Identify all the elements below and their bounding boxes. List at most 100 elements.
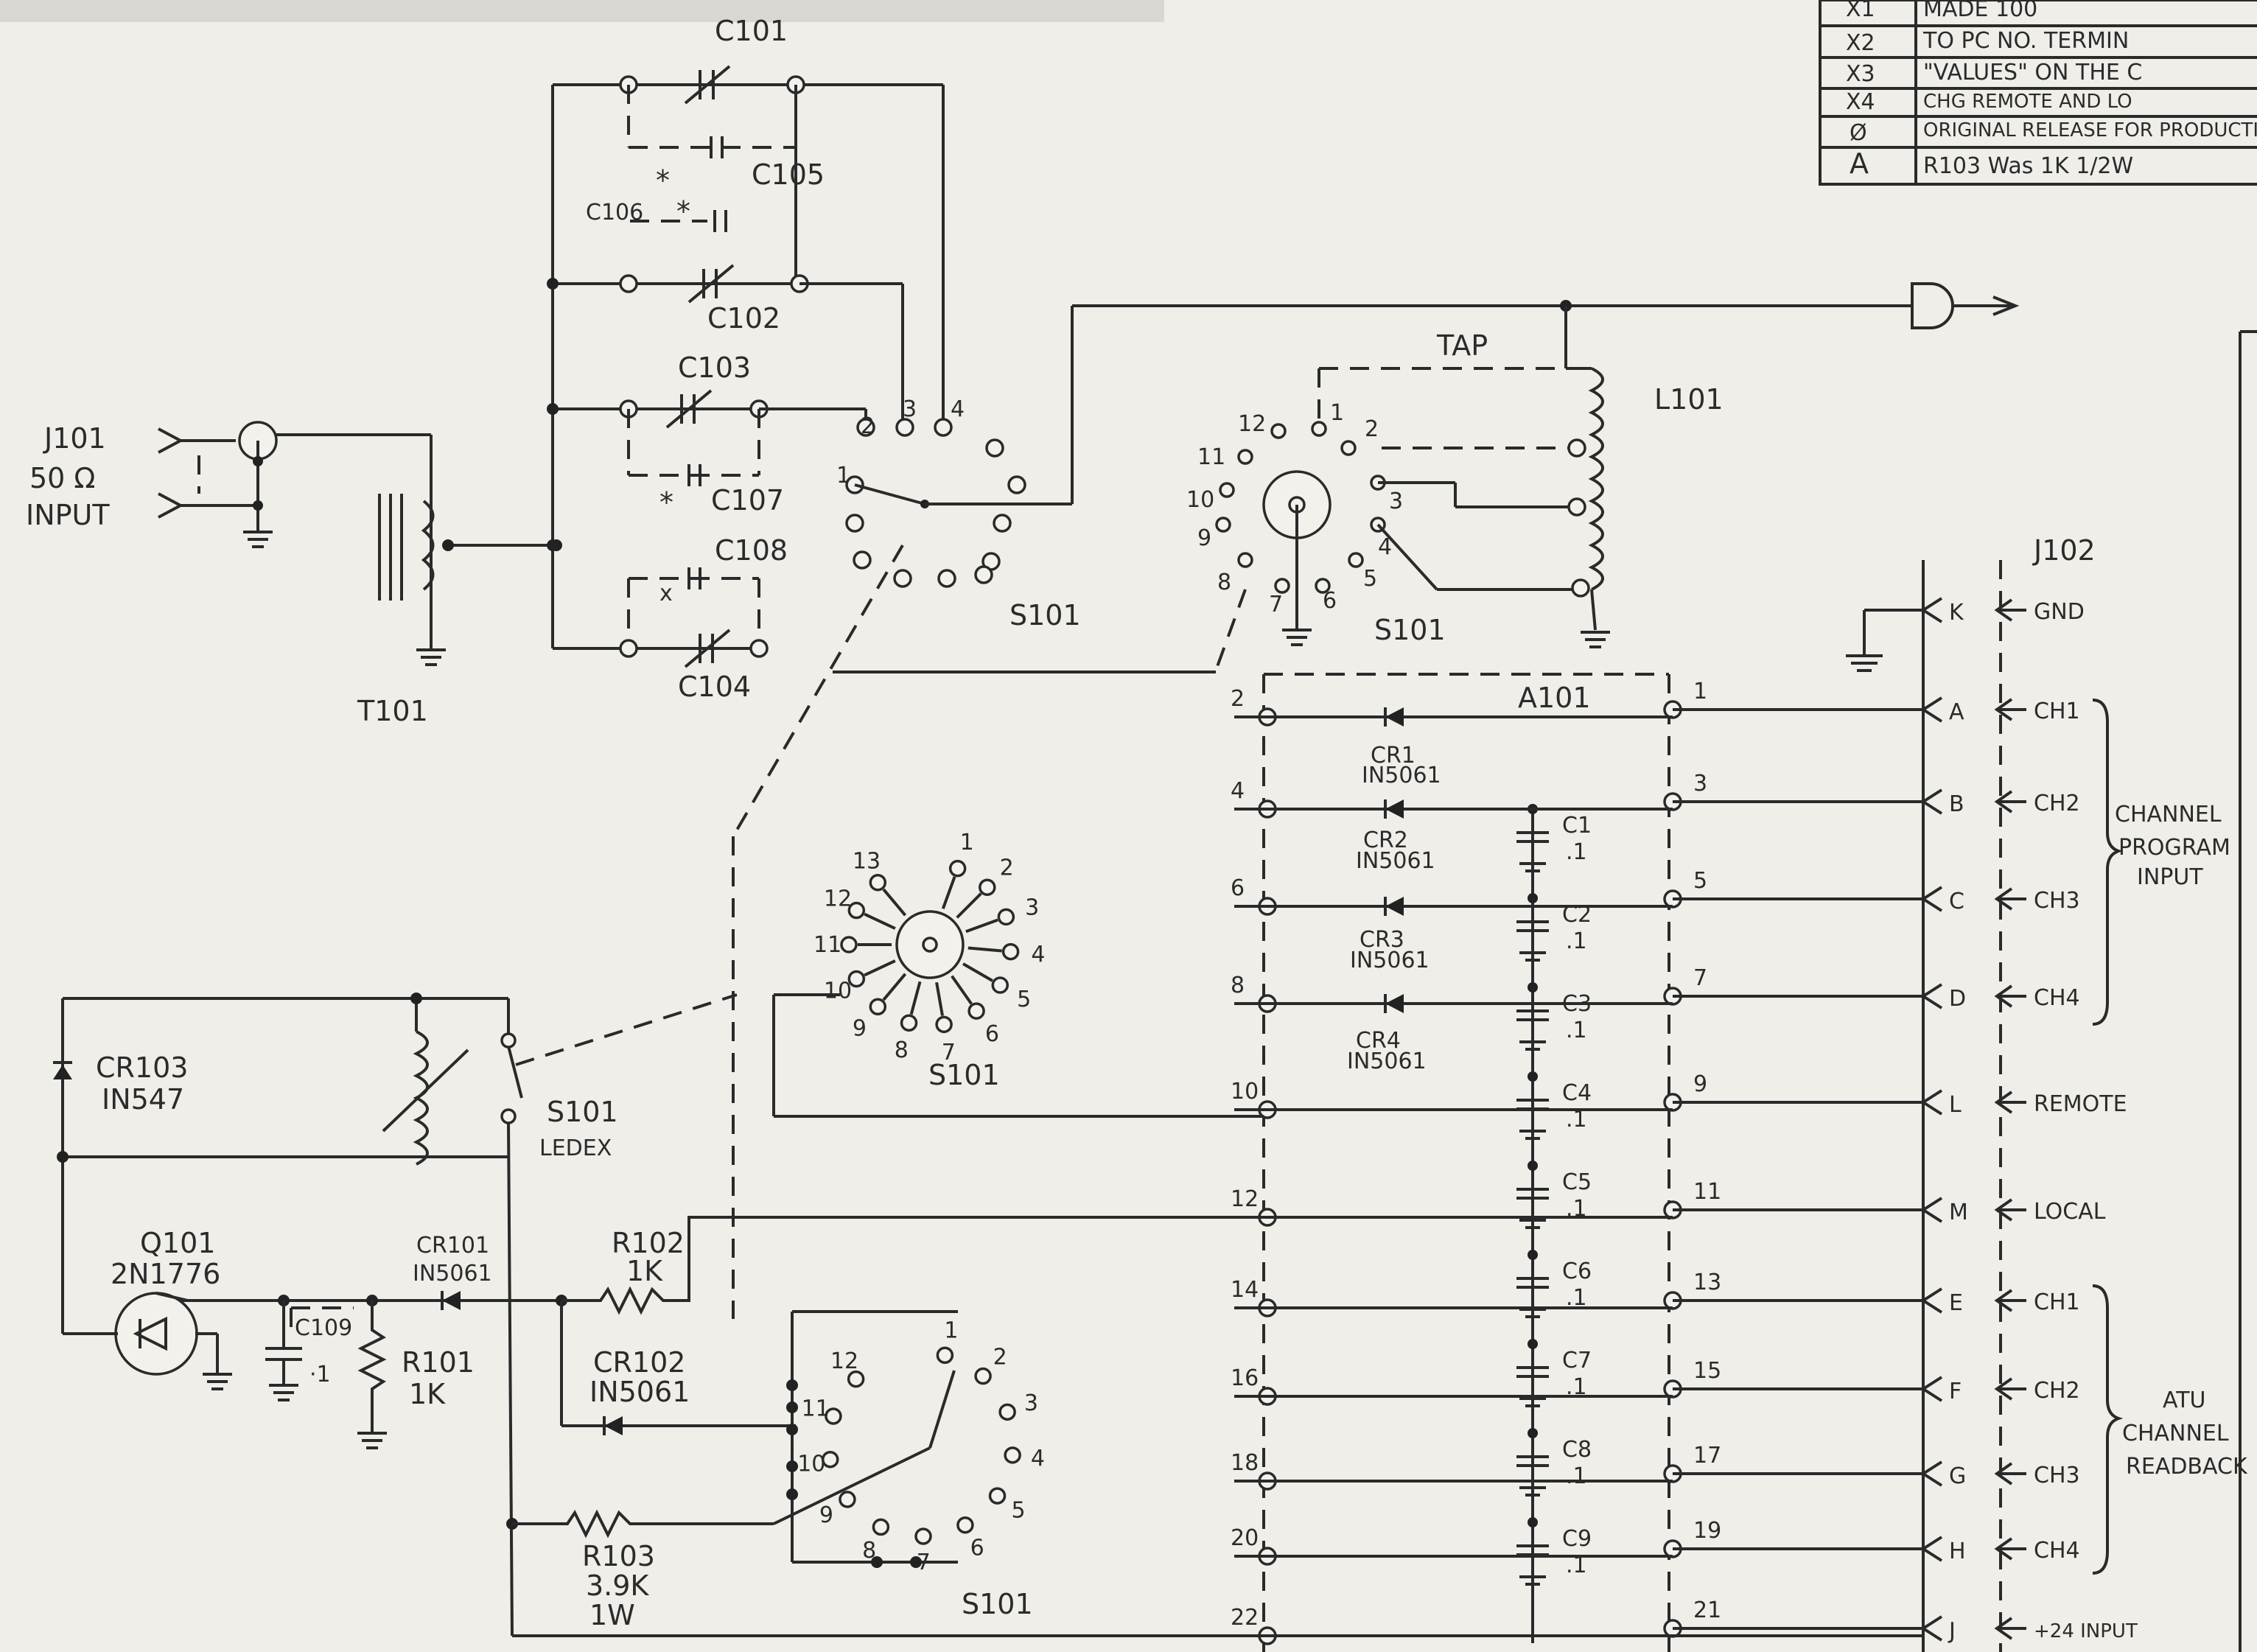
c106-asterisk: * — [676, 195, 690, 228]
a101-pin-left-label: 14 — [1231, 1277, 1259, 1303]
bottom-wafer-contact — [988, 1487, 1007, 1505]
j102-label: J102 — [2032, 534, 2096, 567]
bottom-wafer-contact — [839, 1491, 856, 1508]
rev-x4: X4 — [1846, 89, 1875, 115]
a101-pin-left-label: 4 — [1231, 778, 1245, 804]
j102-pin-marker — [1920, 1376, 1943, 1402]
mid-wafer-contact — [967, 1002, 985, 1020]
cap-label: C9 — [1562, 1526, 1592, 1552]
j102-arrow — [1994, 1377, 2026, 1401]
j102-arrow — [1994, 1289, 2026, 1312]
j102-arrow — [1994, 1462, 2026, 1485]
bottom-wafer-pin-label: 11 — [802, 1396, 830, 1421]
c107-label: C107 — [711, 484, 784, 517]
j101-impedance: 50 Ω — [29, 462, 95, 494]
c109-value: ·1 — [309, 1362, 331, 1387]
cr2-label: CR2 — [1363, 827, 1408, 853]
s101-ledex-label: S101 — [547, 1096, 618, 1128]
mid-wafer-contact — [869, 873, 887, 892]
c104-label: C104 — [678, 671, 751, 703]
mid-wafer-pin-label: 3 — [1025, 895, 1039, 920]
mid-wafer-spoke — [864, 912, 896, 930]
a101-pin-right-label: 3 — [1693, 771, 1707, 797]
mid-wafer-spoke — [909, 981, 922, 1015]
t101-label: T101 — [357, 695, 428, 727]
l101-wafer-pin-8: 8 — [1217, 570, 1231, 595]
cap-label: C1 — [1562, 813, 1592, 839]
l101-wafer-pin-12: 12 — [1238, 411, 1266, 437]
j102-arrow — [1994, 1537, 2026, 1561]
rev-x4-desc: CHG REMOTE AND LO — [1923, 91, 2132, 113]
cr101-label: CR101 — [416, 1233, 489, 1259]
s101-top-pin-2: 2 — [861, 413, 875, 439]
c109-label: C109 — [295, 1315, 352, 1341]
mid-wafer-spoke — [956, 892, 982, 919]
j102-pin-letter: C — [1949, 889, 1964, 914]
c107-asterisk: * — [659, 486, 673, 519]
j102-signal-label: CH4 — [2034, 1538, 2080, 1564]
mid-wafer-contact — [979, 878, 996, 896]
rev-a: A — [1850, 147, 1869, 180]
bottom-wafer-pin-label: 6 — [970, 1535, 984, 1561]
mid-wafer-pin-label: 12 — [824, 886, 852, 911]
bottom-wafer-pin-label: 8 — [862, 1538, 876, 1564]
j102-pin-letter: F — [1949, 1379, 1962, 1404]
a101-pin-right-label: 17 — [1693, 1443, 1721, 1469]
r102-value: 1K — [626, 1255, 663, 1287]
j102-signal-label: CH1 — [2034, 1289, 2080, 1315]
mid-wafer-contact — [997, 908, 1015, 926]
a101-pin-left-label: 12 — [1231, 1186, 1259, 1212]
tap-label: TAP — [1436, 329, 1488, 362]
s101-top-pin-4: 4 — [951, 396, 965, 422]
mid-wafer-pin-label: 11 — [813, 932, 841, 958]
mid-wafer-spoke — [941, 876, 956, 909]
j102-arrow — [1994, 698, 2026, 721]
a101-pin-left-label: 16 — [1231, 1365, 1259, 1391]
q101-part: 2N1776 — [111, 1258, 220, 1290]
j101-label: J101 — [43, 422, 106, 455]
l101-wafer-pin-2: 2 — [1365, 416, 1379, 442]
bottom-wafer-contact — [914, 1527, 932, 1545]
cr102-label: CR102 — [593, 1346, 685, 1379]
cap-node — [1528, 893, 1538, 903]
mid-wafer-pin-label: 2 — [1000, 855, 1014, 881]
a101-pin-right-label: 19 — [1693, 1518, 1721, 1544]
l101-wafer-pin-3: 3 — [1389, 489, 1403, 514]
readback-line1: ATU — [2163, 1387, 2205, 1413]
mid-wafer-spoke — [935, 981, 944, 1016]
mid-wafer-contact — [1001, 942, 1020, 961]
bottom-wafer-contact — [821, 1450, 839, 1469]
mid-wafer-contact — [840, 936, 858, 953]
cr101-part: IN5061 — [413, 1261, 492, 1287]
cr3-label: CR3 — [1360, 927, 1404, 953]
mid-wafer-contact — [948, 859, 967, 878]
bottom-wafer-contact — [872, 1518, 890, 1536]
rev-x3-desc: "VALUES" ON THE C — [1923, 60, 2142, 85]
bottom-wafer-pin-label: 9 — [819, 1502, 833, 1528]
a101-pin-left-label: 20 — [1231, 1525, 1259, 1551]
bottom-wafer-pin-label: 10 — [797, 1452, 825, 1477]
j102-pin-letter: A — [1949, 699, 1964, 725]
l101-wafer-pin-5: 5 — [1363, 566, 1377, 592]
j102-pin-marker — [1920, 1089, 1943, 1116]
program-input-line3: INPUT — [2137, 864, 2203, 890]
j102-arrow — [1994, 790, 2026, 813]
cap-node — [1528, 1071, 1538, 1082]
cap-value: .1 — [1566, 839, 1587, 865]
cap-label: C7 — [1562, 1348, 1592, 1373]
j102-pin-marker — [1920, 1536, 1943, 1562]
s101-mid-label: S101 — [928, 1059, 1000, 1091]
j102-signal-label: REMOTE — [2034, 1091, 2127, 1117]
mid-wafer-pin-label: 7 — [942, 1040, 956, 1065]
cap-value: .1 — [1566, 1018, 1587, 1043]
j102-signal-label: CH2 — [2034, 1378, 2080, 1404]
a101-pin-left-label: 8 — [1231, 973, 1245, 998]
j102-arrow — [1994, 1091, 2026, 1114]
j102-pin-letter: J — [1948, 1618, 1956, 1644]
cap-label: C4 — [1562, 1080, 1592, 1106]
a101-pin-right-label: 11 — [1693, 1179, 1721, 1205]
a101-pin-right-label: 21 — [1693, 1597, 1721, 1623]
bottom-wafer-contact — [974, 1367, 992, 1385]
